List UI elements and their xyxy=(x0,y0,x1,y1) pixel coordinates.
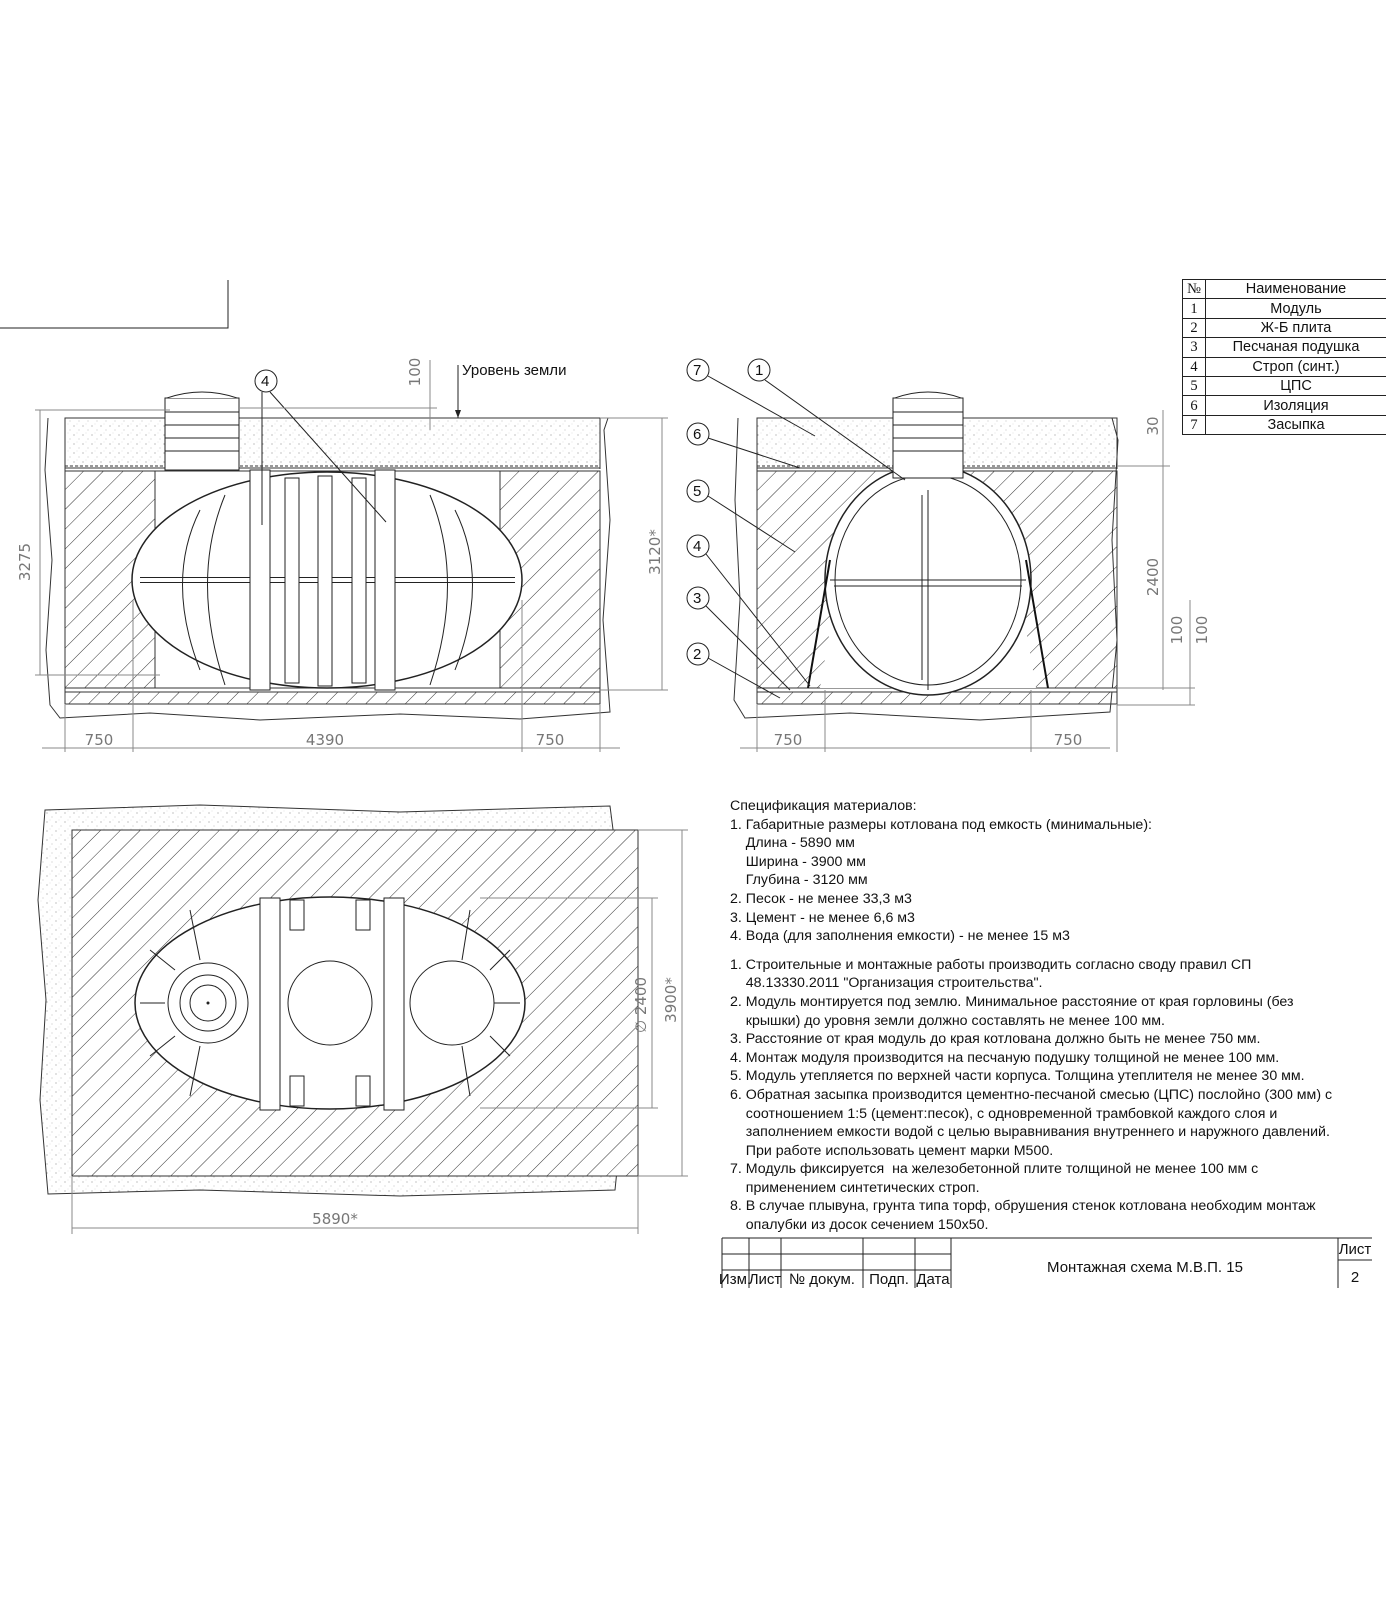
spec-line: Длина - 5890 мм xyxy=(730,835,855,852)
legend-name: Модуль xyxy=(1205,298,1386,319)
plan-view: ∅ 2400 3900* 5890* xyxy=(37,804,688,1234)
front-view: 3275 3120* 100 750 4390 750 4 Уровень зе… xyxy=(16,358,668,752)
callout-5: 5 xyxy=(693,483,701,500)
note-line: 6. Обратная засыпка производится цементн… xyxy=(730,1086,1333,1103)
note-line: 5. Модуль утепляется по верхней части ко… xyxy=(730,1068,1305,1085)
legend-name: Ж-Б плита xyxy=(1205,317,1386,339)
callout-3: 3 xyxy=(693,590,701,607)
legend-name: Строп (синт.) xyxy=(1205,356,1386,377)
legend-num: 5 xyxy=(1182,375,1206,397)
spec-line: 3. Цемент - не менее 6,6 м3 xyxy=(730,909,915,926)
dim-diameter-2400: ∅ 2400 xyxy=(632,977,650,1033)
note-line: применением синтетических строп. xyxy=(730,1179,980,1196)
note-line: заполнением емкости водой с целью выравн… xyxy=(730,1124,1330,1141)
legend-name-header: Наименование xyxy=(1205,278,1386,300)
spec-line: Глубина - 3120 мм xyxy=(730,872,868,889)
note-line: При работе использовать цемент марки М50… xyxy=(730,1142,1054,1159)
sheet-label: Лист xyxy=(1339,1241,1372,1258)
dim-100: 100 xyxy=(406,358,424,387)
dim-3275: 3275 xyxy=(16,543,34,581)
spec-line: 2. Песок - не менее 33,3 м3 xyxy=(730,890,912,907)
note-line: опалубки из досок сечением 150х50. xyxy=(730,1217,989,1234)
legend-num: 6 xyxy=(1182,395,1206,416)
note-line: крышки) до уровня земли должно составлят… xyxy=(730,1012,1165,1029)
note-line: 2. Модуль монтируется под землю. Минимал… xyxy=(730,993,1294,1010)
spec-line: 4. Вода (для заполнения емкости) - не ме… xyxy=(730,928,1070,945)
note-line: 7. Модуль фиксируется на железобетонной … xyxy=(730,1161,1259,1178)
title-block-grid xyxy=(721,1237,1372,1288)
hatch-circle-center xyxy=(287,960,373,1046)
dim-4390: 4390 xyxy=(306,731,344,749)
lid xyxy=(166,391,238,399)
frame-corner xyxy=(0,280,229,329)
concrete-slab xyxy=(64,691,601,705)
dim-750-left: 750 xyxy=(85,731,114,749)
dim-750-left: 750 xyxy=(774,731,803,749)
sheet-number: 2 xyxy=(1351,1269,1359,1286)
dim-100-sand: 100 xyxy=(1168,616,1186,645)
col-izm: Изм. xyxy=(719,1271,751,1288)
backfill-layer xyxy=(64,417,601,469)
dim-5890: 5890* xyxy=(312,1210,358,1228)
side-view: 7 1 6 5 4 3 2 30 2400 100 100 750 750 xyxy=(686,358,1211,752)
legend-num-header: № xyxy=(1182,278,1206,300)
callout-4 xyxy=(254,369,278,393)
note-line: 8. В случае плывуна, грунта типа торф, о… xyxy=(730,1198,1316,1215)
spec-title: Спецификация материалов: xyxy=(730,798,917,814)
note-line: соотношением 1:5 (цемент:песок), с однов… xyxy=(730,1105,1278,1122)
note-line: 4. Монтаж модуля производится на песчану… xyxy=(730,1049,1280,1066)
legend-num: 4 xyxy=(1182,356,1206,377)
callout-2: 2 xyxy=(693,646,701,663)
dim-100-slab: 100 xyxy=(1193,616,1211,645)
callout-7: 7 xyxy=(693,362,701,379)
legend-name: Засыпка xyxy=(1205,414,1386,436)
hatch-circle-right xyxy=(409,960,495,1046)
callout-1: 1 xyxy=(755,362,763,379)
col-date: Дата xyxy=(916,1271,950,1288)
dim-30: 30 xyxy=(1144,416,1162,435)
col-sign: Подп. xyxy=(869,1271,909,1288)
legend-num: 1 xyxy=(1182,298,1206,319)
spec-line: Ширина - 3900 мм xyxy=(730,853,866,870)
dim-3900: 3900* xyxy=(662,977,680,1023)
col-doc: № докум. xyxy=(789,1271,855,1288)
materials-spec: Спецификация материалов: 1. Габаритные р… xyxy=(730,797,1370,1235)
neck xyxy=(164,397,240,471)
note-line: 48.13330.2011 "Организация строительства… xyxy=(730,975,1043,992)
ground-level-label: Уровень земли xyxy=(462,362,566,379)
note-line: 1. Строительные и монтажные работы произ… xyxy=(730,956,1252,973)
dim-2400: 2400 xyxy=(1144,558,1162,596)
legend-num: 2 xyxy=(1182,317,1206,339)
dim-750-right: 750 xyxy=(1054,731,1083,749)
pit-outline xyxy=(44,417,611,721)
legend-name: ЦПС xyxy=(1205,375,1386,397)
callout-6: 6 xyxy=(693,426,701,443)
spec-line: 1. Габаритные размеры котлована под емко… xyxy=(730,816,1152,833)
callout-4-label: 4 xyxy=(261,373,269,390)
legend-name: Изоляция xyxy=(1205,395,1386,416)
col-list: Лист xyxy=(749,1271,782,1288)
dim-750-right: 750 xyxy=(536,731,565,749)
legend-name: Песчаная подушка xyxy=(1205,337,1386,358)
callout-4: 4 xyxy=(693,538,701,555)
title-block-columns: Изм. Лист № докум. Подп. Дата xyxy=(719,1271,950,1288)
legend-num: 3 xyxy=(1182,337,1206,358)
dim-3120: 3120* xyxy=(646,529,664,575)
note-line: 3. Расстояние от края модуль до края кот… xyxy=(730,1031,1261,1048)
legend-num: 7 xyxy=(1182,414,1206,436)
drawing-title: Монтажная схема М.В.П. 15 xyxy=(1047,1259,1243,1276)
